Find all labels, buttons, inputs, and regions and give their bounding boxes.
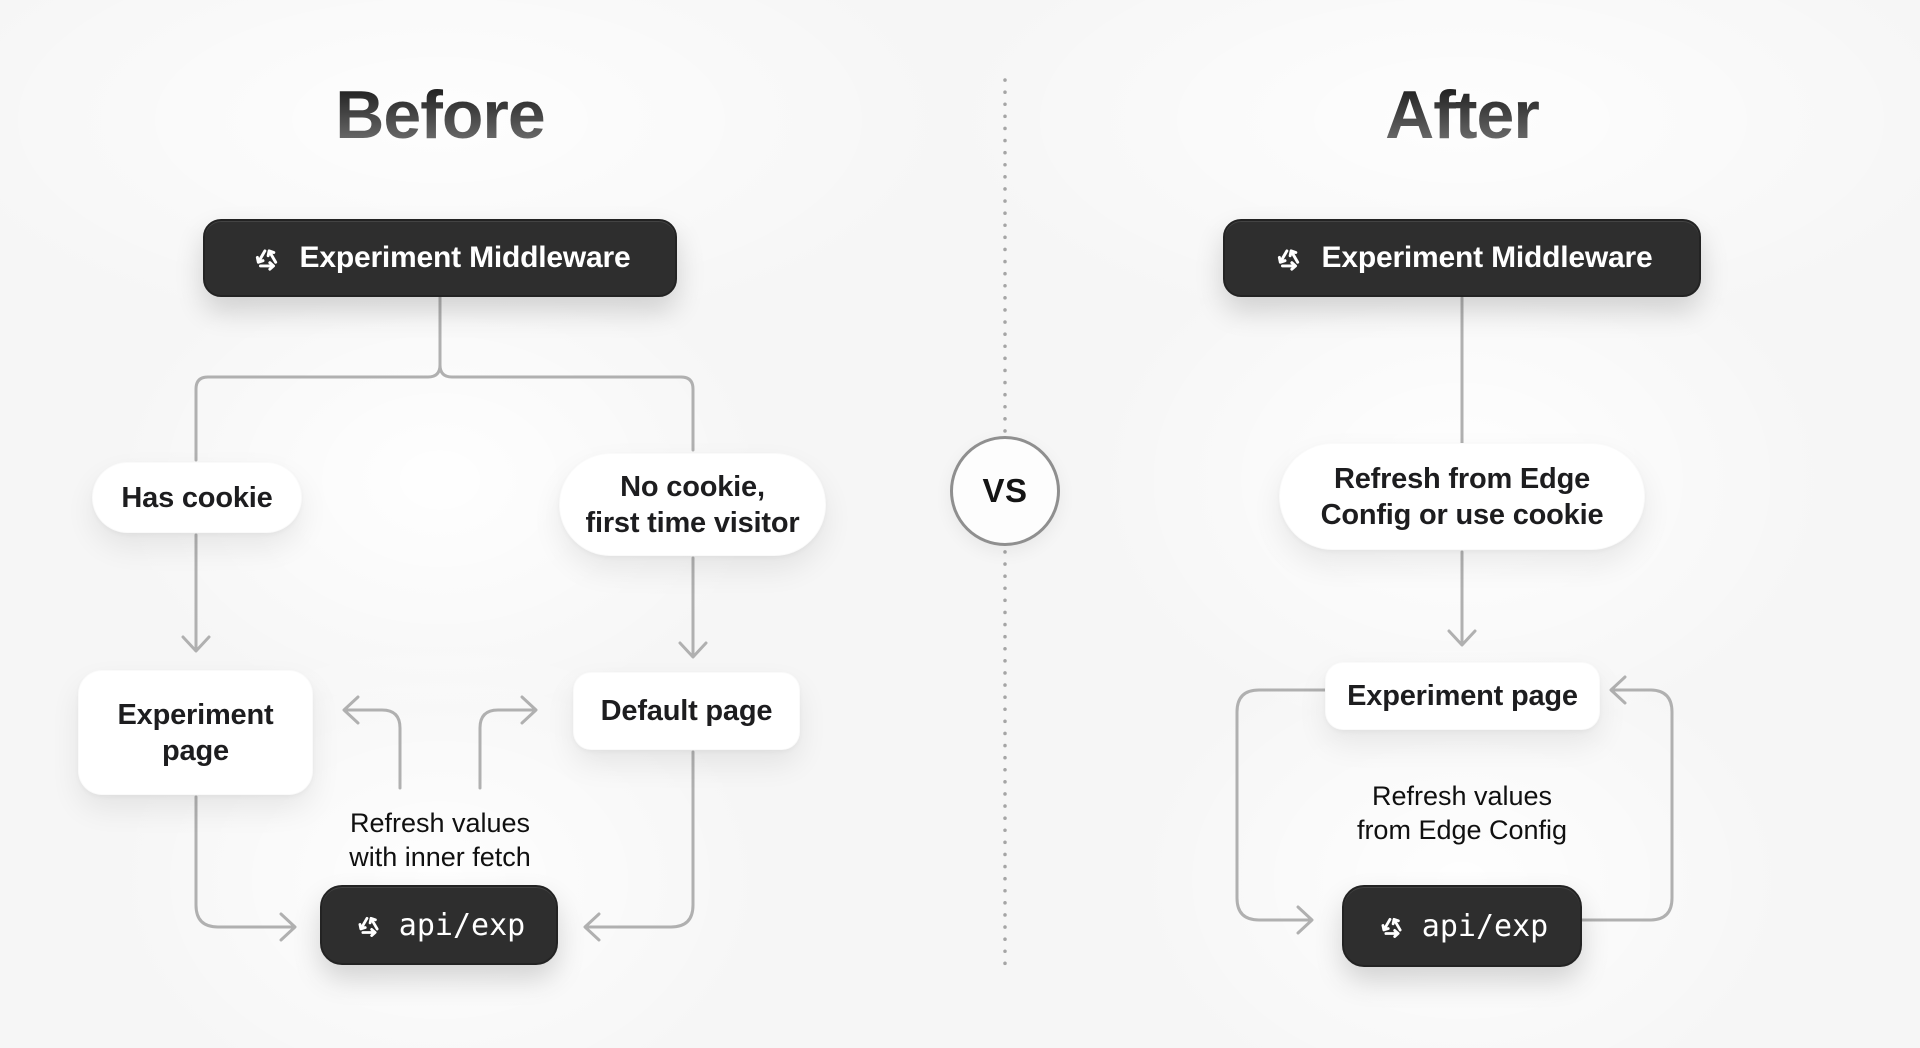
before-default-page-node: Default page [573,672,800,750]
after-title: After [1262,76,1662,154]
before-middleware-label: Experiment Middleware [299,241,631,274]
after-decision-node: Refresh from Edge Config or use cookie [1279,443,1645,550]
after-experiment-page-node: Experiment page [1325,662,1600,730]
before-middleware-node: Experiment Middleware [203,219,677,297]
before-has-cookie-label: Has cookie [121,481,273,514]
before-no-cookie-node: No cookie, first time visitor [559,453,826,556]
experiment-cycle-triangle-icon [255,249,277,271]
after-middleware-node: Experiment Middleware [1223,219,1701,297]
after-loop-right [1580,675,1674,922]
before-arrow-refresh-left [342,695,402,790]
after-arrow-decision-to-exp [1447,550,1477,647]
before-arrow-default-to-api [583,750,695,942]
before-experiment-page-label: Experiment page [117,698,274,767]
before-arrow-exp-to-api [194,795,297,942]
before-experiment-page-node: Experiment page [78,670,313,795]
before-arrow-refresh-right [478,695,538,790]
before-has-cookie-node: Has cookie [92,462,302,533]
experiment-cycle-triangle-icon [358,916,379,937]
after-loop-left [1235,688,1327,935]
before-no-cookie-label: No cookie, first time visitor [585,470,800,539]
before-default-page-label: Default page [600,695,773,727]
after-middleware-label: Experiment Middleware [1321,241,1653,274]
after-api-node: api/exp [1342,885,1582,967]
before-title: Before [240,76,640,154]
before-branch-left [194,296,442,462]
vs-badge: VS [950,436,1060,546]
after-experiment-page-label: Experiment page [1347,680,1578,712]
before-api-node: api/exp [320,885,558,965]
before-api-label: api/exp [398,907,526,943]
before-refresh-note: Refresh values with inner fetch [349,808,531,872]
vs-label: VS [982,472,1028,509]
after-decision-label: Refresh from Edge Config or use cookie [1320,462,1604,531]
after-refresh-note: Refresh values from Edge Config [1356,781,1568,845]
experiment-cycle-triangle-icon [1277,249,1299,271]
before-branch-right [438,296,695,452]
before-arrow-has-cookie [181,533,211,653]
after-api-label: api/exp [1421,908,1549,944]
before-arrow-no-cookie [678,556,708,659]
experiment-cycle-triangle-icon [1381,917,1402,938]
